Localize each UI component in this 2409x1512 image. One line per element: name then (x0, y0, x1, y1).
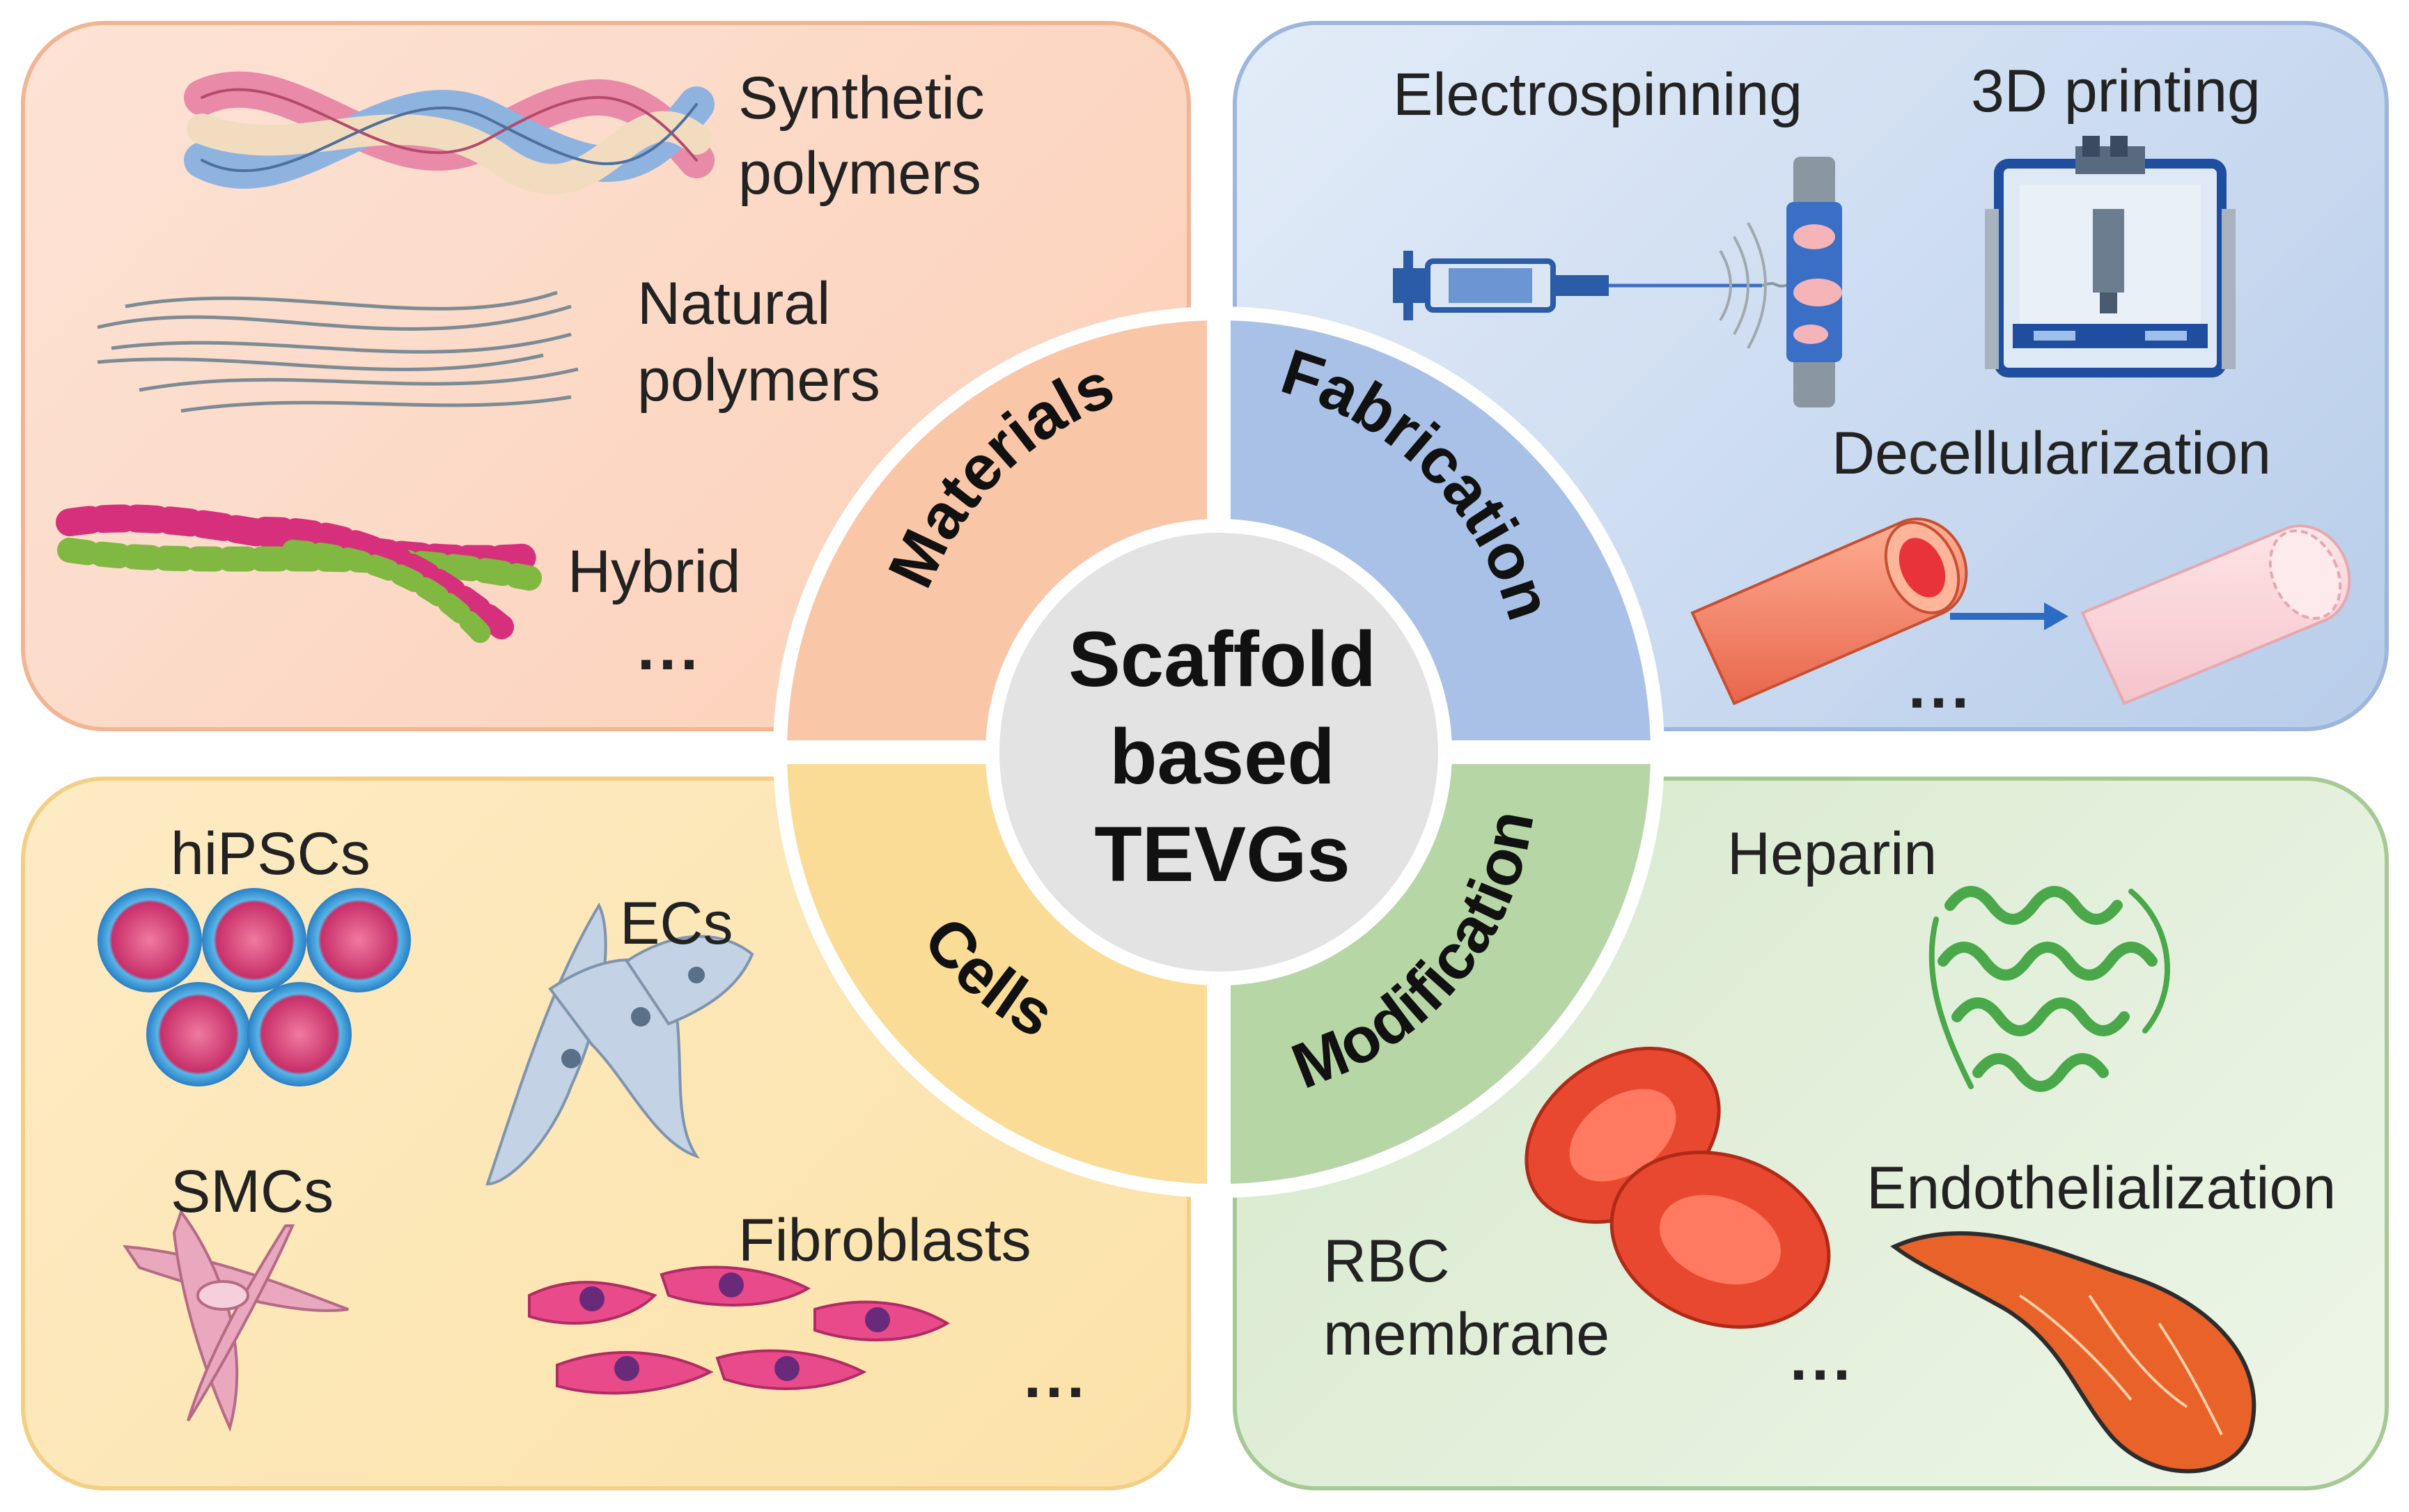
natural-label-line2: polymers (637, 347, 880, 414)
smooth-muscle-cells-icon (123, 1208, 349, 1432)
heparin-protein-icon (1928, 886, 2171, 1092)
synthetic-polymer-braid-icon (184, 71, 715, 195)
endothelialized-vessel-icon (1890, 1231, 2256, 1474)
endothelial-cells-icon (485, 902, 754, 1186)
decellularization-label: Decellularization (1832, 420, 2271, 487)
fibroblasts-icon (528, 1265, 950, 1395)
endothelialization-label: Endothelialization (1866, 1155, 2337, 1222)
synthetic-label-line2: polymers (738, 140, 981, 207)
electrospinning-icon (1393, 157, 1842, 407)
ecs-label: ECs (620, 890, 733, 957)
cells-more: ... (1024, 1341, 1089, 1411)
hipscs-cells-icon (98, 888, 411, 1086)
fibroblasts-label: Fibroblasts (738, 1207, 1031, 1274)
synthetic-label-line1: Synthetic (738, 65, 985, 132)
red-blood-cells-icon (1525, 1046, 1831, 1329)
natural-label-line1: Natural (637, 270, 831, 337)
3d-printing-label: 3D printing (1971, 58, 2261, 125)
center-line-3: TEVGs (1094, 811, 1350, 898)
rbc-label-line1: RBC (1323, 1228, 1450, 1295)
center-hub (999, 533, 1438, 972)
rbc-label-line2: membrane (1323, 1301, 1610, 1368)
hybrid-label: Hybrid (568, 538, 741, 605)
materials-more: ... (637, 614, 703, 683)
electrospinning-label: Electrospinning (1393, 61, 1803, 128)
modification-more: ... (1790, 1324, 1855, 1394)
natural-polymer-fibers-icon (97, 290, 579, 413)
hipscs-label: hiPSCs (171, 820, 371, 887)
smcs-label: SMCs (171, 1158, 334, 1225)
center-line-2: based (1109, 713, 1335, 800)
center-line-1: Scaffold (1068, 616, 1376, 703)
3d-printer-icon (1985, 136, 2236, 377)
decellularization-tubes-icon (1690, 517, 2351, 706)
heparin-label: Heparin (1727, 820, 1938, 887)
fabrication-more: ... (1908, 652, 1974, 722)
hybrid-fibers-icon (56, 504, 543, 651)
